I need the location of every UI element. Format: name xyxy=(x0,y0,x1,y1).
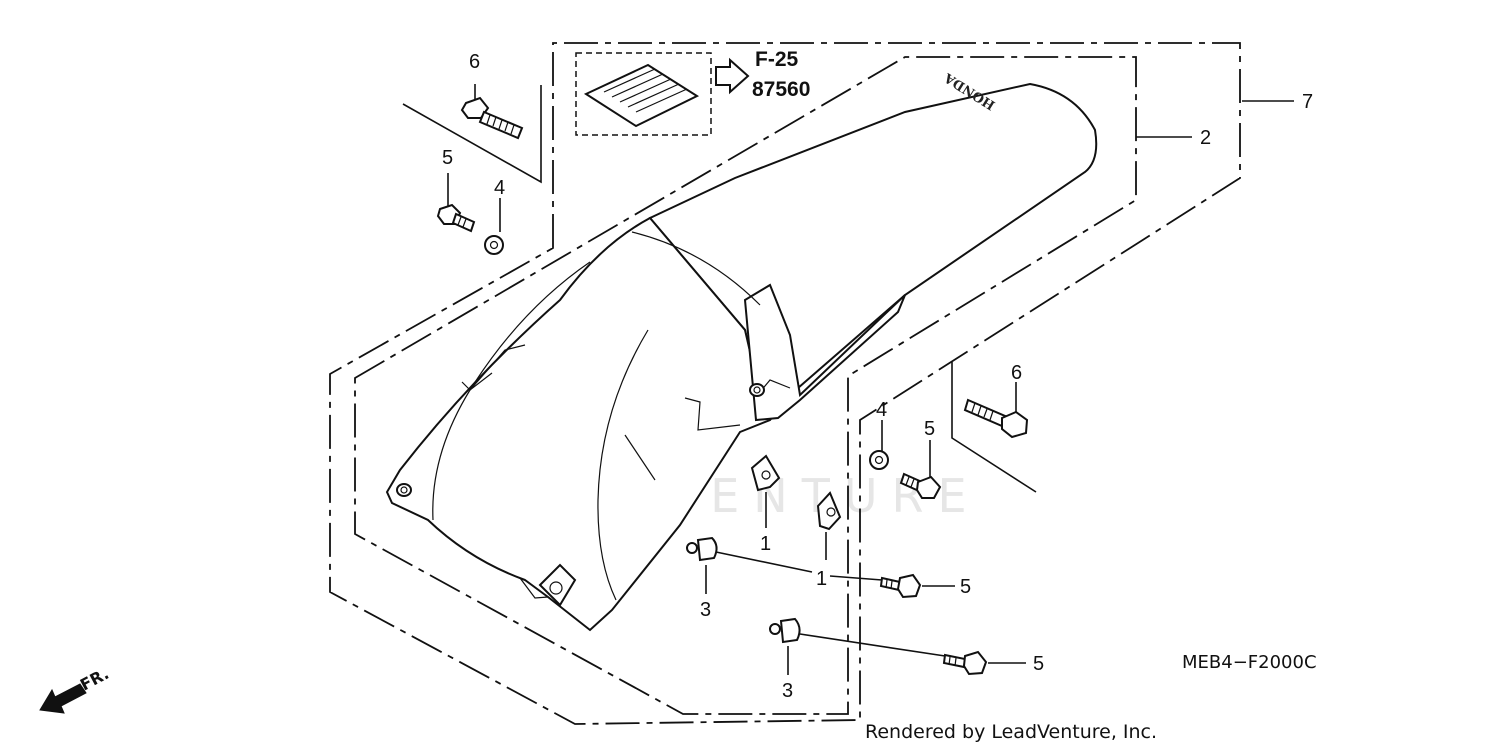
flange-bolt-5-right xyxy=(899,440,942,499)
callout-7: 7 xyxy=(1302,91,1313,113)
callout-1-left: 1 xyxy=(760,533,771,555)
fender-boundary-2 xyxy=(354,56,1137,715)
callout-3-upper: 3 xyxy=(700,599,711,621)
reference-label-box xyxy=(575,52,712,136)
callout-5-mid: 5 xyxy=(960,576,971,598)
collar-nut-1-left xyxy=(750,454,781,528)
reference-arrow-icon xyxy=(715,57,750,95)
flange-bolt-5-lower xyxy=(942,650,1026,676)
grommet-3-lower xyxy=(769,617,946,675)
front-direction-arrow-icon xyxy=(39,683,87,714)
washer-4-right xyxy=(869,420,889,470)
rear-fender-part: HONDA xyxy=(385,69,1098,632)
callout-5-upper: 5 xyxy=(442,147,453,169)
callout-6-right: 6 xyxy=(1011,362,1022,384)
flange-bolt-6-upper xyxy=(460,84,524,140)
reference-part-number: 87560 xyxy=(752,78,810,101)
callout-5-lower: 5 xyxy=(1033,653,1044,675)
callout-2: 2 xyxy=(1200,127,1211,149)
assembly-boundary-7 xyxy=(329,42,1241,725)
mount-hole-side xyxy=(749,383,765,397)
callout-5-right: 5 xyxy=(924,418,935,440)
label-sticker-icon xyxy=(583,63,700,128)
callout-4-upper: 4 xyxy=(494,177,505,199)
callout-3-lower: 3 xyxy=(782,680,793,702)
flange-bolt-5-mid xyxy=(829,573,955,599)
flange-bolt-5-upper xyxy=(436,173,476,233)
hardware-boundary-right xyxy=(951,362,1037,493)
washer-4-upper xyxy=(484,198,504,255)
render-credit: Rendered by LeadVenture, Inc. xyxy=(865,721,1157,743)
grommet-3-upper xyxy=(686,536,813,594)
collar-nut-1-right xyxy=(816,491,842,560)
mount-hole-rear-left xyxy=(396,483,412,497)
reference-page: F-25 xyxy=(755,48,799,71)
diagram-code: MEB4−F2000C xyxy=(1182,652,1317,673)
flange-bolt-6-right xyxy=(963,382,1029,439)
mount-hole-rear-center xyxy=(538,563,577,607)
hardware-boundary-upper xyxy=(402,85,542,184)
callout-6-upper: 6 xyxy=(469,51,480,73)
callout-4-right: 4 xyxy=(876,399,887,421)
callout-1-right: 1 xyxy=(816,568,827,590)
